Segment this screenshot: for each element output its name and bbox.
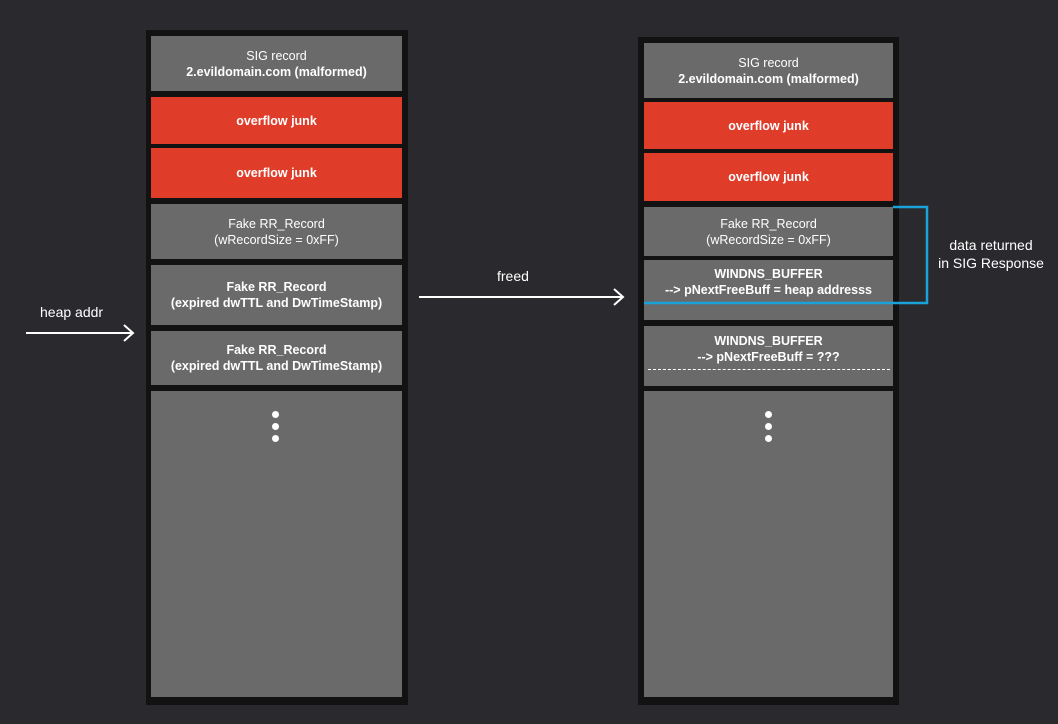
cell-title: SIG record [246,48,307,63]
right-overflow-junk-cell-2: overflow junk [644,153,893,201]
dot [765,411,772,418]
cell-subtitle: (expired dwTTL and DwTimeStamp) [170,296,383,310]
cell-title: Fake RR_Record [226,280,327,294]
heap-addr-arrow [26,324,135,342]
right-remaining-heap-cell [644,391,893,697]
left-ellipsis-dots [272,411,280,447]
left-overflow-junk-cell-2: overflow junk [151,148,402,198]
dot [272,435,279,442]
freed-arrow-head [613,288,625,306]
dot [765,423,772,430]
dashed-separator-line [648,369,890,370]
cell-subtitle: --> pNextFreeBuff = ??? [697,350,840,364]
cell-subtitle: (wRecordSize = 0xFF) [214,232,339,247]
cell-subtitle: (wRecordSize = 0xFF) [706,232,831,247]
left-remaining-heap-cell [151,391,402,697]
right-overflow-junk-cell-1: overflow junk [644,102,893,149]
left-sig-record-cell: SIG record 2.evildomain.com (malformed) [151,36,402,91]
freed-label: freed [497,268,529,284]
right-windns-buffer-cell-2: WINDNS_BUFFER --> pNextFreeBuff = ??? [644,326,893,386]
cell-title: Fake RR_Record [228,216,325,231]
right-windns-buffer-cell-1: WINDNS_BUFFER --> pNextFreeBuff = heap a… [644,260,893,320]
cell-text: overflow junk [728,118,809,133]
dot [765,435,772,442]
dot [272,411,279,418]
cell-title: Fake RR_Record [720,216,817,231]
data-returned-note: data returned in SIG Response [928,236,1054,272]
left-fake-rr-record-cell-2: Fake RR_Record (expired dwTTL and DwTime… [151,265,402,325]
data-returned-line-1: data returned [949,237,1033,253]
cell-subtitle: 2.evildomain.com (malformed) [678,71,859,86]
cell-title: SIG record [738,55,799,70]
left-overflow-junk-cell-1: overflow junk [151,97,402,144]
dot [272,423,279,430]
right-ellipsis-dots [765,411,773,447]
freed-arrow [419,288,625,306]
right-sig-record-cell: SIG record 2.evildomain.com (malformed) [644,43,893,98]
cell-title: WINDNS_BUFFER [714,267,823,281]
cell-text: overflow junk [236,113,317,128]
cell-subtitle: (expired dwTTL and DwTimeStamp) [170,359,383,373]
cell-text: overflow junk [236,166,317,180]
cell-text: overflow junk [728,170,809,184]
cell-subtitle: --> pNextFreeBuff = heap addresss [664,283,872,297]
right-fake-rr-record-cell: Fake RR_Record (wRecordSize = 0xFF) [644,207,893,256]
cell-title: WINDNS_BUFFER [714,334,823,348]
data-returned-bracket [644,205,929,305]
cell-title: Fake RR_Record [226,343,327,357]
left-fake-rr-record-cell-3: Fake RR_Record (expired dwTTL and DwTime… [151,331,402,385]
heap-addr-label: heap addr [40,304,104,320]
heap-addr-arrow-head [123,324,135,342]
cell-subtitle: 2.evildomain.com (malformed) [186,64,367,79]
left-fake-rr-record-cell-1: Fake RR_Record (wRecordSize = 0xFF) [151,204,402,259]
data-returned-line-2: in SIG Response [938,255,1044,271]
